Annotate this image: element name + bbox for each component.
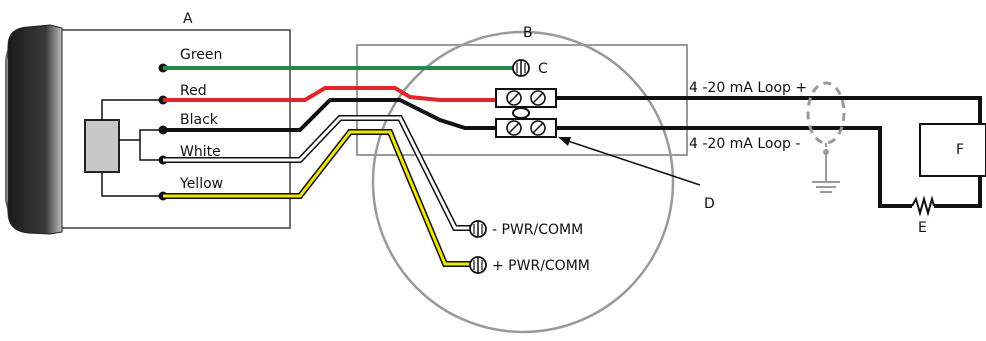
label-b: B [523,25,533,41]
pwr-minus-terminal-icon [469,220,487,238]
pwr-plus-terminal-icon [469,256,487,274]
sensor-housing-a [5,24,291,235]
label-f: F [956,142,964,158]
cable-shield-icon [806,81,846,155]
wire-label-black: Black [180,112,219,128]
wire-black [163,98,498,132]
leader-arrow-d [558,137,701,186]
wire-red [163,86,498,102]
resistor-icon [911,195,935,217]
power-supply-box-f [919,123,986,177]
loop-label-plus: 4 -20 mA Loop + [689,80,807,96]
ground-screw-icon [512,59,530,77]
loop-wire-minus [556,126,982,208]
wire-white [163,115,470,231]
wire-label-green: Green [180,47,222,63]
wire-label-red: Red [180,83,207,99]
terminal-block-icon [495,88,557,138]
loop-wire-plus [556,96,982,124]
wire-label-yellow: Yellow [179,176,223,192]
sensor-element [84,119,120,173]
wire-label-white: White [180,144,221,160]
wire-yellow [163,129,470,267]
probe-cap [7,24,63,235]
housing-circle [371,30,675,334]
label-d: D [704,196,715,212]
label-a: A [183,11,193,27]
terminal-label-pwr-plus: + PWR/COMM [492,258,590,274]
label-e: E [918,220,927,236]
transmitter-housing-b [356,30,688,334]
ground-icon [812,155,840,193]
loop-label-minus: 4 -20 mA Loop - [689,136,800,152]
terminal-label-pwr-minus: - PWR/COMM [492,222,583,238]
label-c: C [538,61,548,77]
